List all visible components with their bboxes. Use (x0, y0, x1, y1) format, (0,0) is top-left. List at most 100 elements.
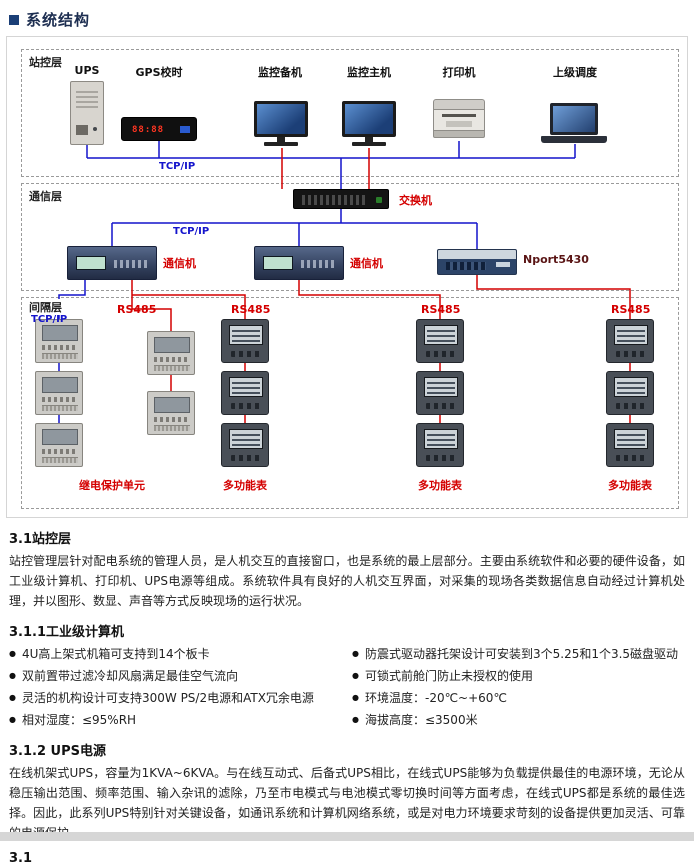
meter-readout (427, 380, 455, 394)
relay-buttons (42, 345, 78, 350)
connection-wires (58, 141, 631, 445)
monitor-screen (342, 101, 396, 137)
meter-screen (229, 377, 263, 397)
bullet-icon: ● (9, 649, 16, 658)
feature-text: 可锁式前舱门防止未授权的使用 (364, 669, 533, 683)
meter-column-1-label: 多功能表 (223, 479, 267, 492)
meter-screen (424, 377, 458, 397)
content-area: 3.1站控层 站控管理层针对配电系统的管理人员，是人机交互的直接窗口，也是系统的… (0, 518, 694, 866)
monitor-screen (254, 101, 308, 137)
ups-label: UPS (74, 64, 100, 77)
printer-body (433, 109, 485, 131)
meter-readout (427, 328, 455, 342)
ups-panel (76, 125, 88, 135)
section-312-heading: 3.1.2 UPS电源 (9, 744, 106, 759)
meter-readout (232, 328, 260, 342)
feature-text: 海拔高度：≤3500米 (364, 713, 478, 727)
relay-terminals (42, 457, 78, 463)
printer-label: 打印机 (442, 66, 476, 79)
section-311-heading: 3.1.1工业级计算机 (9, 625, 125, 640)
laptop-device (541, 103, 607, 143)
gps-label: GPS校时 (135, 66, 183, 79)
monitor-backup-device (254, 101, 308, 146)
comm-machine-1-label: 通信机 (163, 257, 196, 270)
meter-column-3-label: 多功能表 (608, 479, 652, 492)
relay-terminals (154, 365, 190, 371)
ups-device (70, 81, 104, 145)
relay-unit (35, 371, 83, 415)
switch-led (376, 197, 382, 203)
feature-item: ●防震式驱动器托架设计可安装到3个5.25和1个3.5磁盘驱动 (352, 644, 685, 664)
meter-buttons (616, 351, 646, 357)
tcpip-label-bay: TCP/IP (31, 314, 68, 325)
relay-terminals (154, 425, 190, 431)
meter-screen (614, 429, 648, 449)
relay-buttons (154, 417, 190, 422)
laptop-screen (550, 103, 598, 135)
comm-layer-box (21, 183, 679, 291)
ups-vents (76, 88, 98, 108)
section-313-heading-partial: 3.1 (9, 851, 33, 866)
tcpip-label-comm: TCP/IP (173, 226, 210, 237)
relay-buttons (154, 357, 190, 362)
relay-unit (35, 423, 83, 467)
section-312-body: 在线机架式UPS，容量为1KVA~6KVA。与在线互动式、后备式UPS相比，在线… (9, 766, 685, 840)
feature-text: 环境温度：-20℃~+60℃ (364, 691, 507, 705)
comm-machine-1-device (67, 246, 157, 280)
meter-readout (232, 380, 260, 394)
comm-screen (263, 256, 293, 270)
section-31-body: 站控管理层针对配电系统的管理人员，是人机交互的直接窗口，也是系统的最上层部分。主… (9, 554, 685, 608)
meter-buttons (616, 455, 646, 461)
meter-buttons (231, 403, 261, 409)
power-meter (221, 423, 269, 467)
monitor-stand (365, 137, 373, 142)
printer-tray (446, 121, 472, 127)
meter-screen (424, 429, 458, 449)
power-meter (221, 319, 269, 363)
bullet-icon: ● (352, 649, 359, 658)
meter-screen (614, 325, 648, 345)
meter-buttons (231, 455, 261, 461)
meter-readout (617, 328, 645, 342)
power-meter (221, 371, 269, 415)
meter-screen (614, 377, 648, 397)
relay-units-label: 继电保护单元 (79, 479, 145, 492)
station-layer-box (21, 49, 679, 177)
comm-screen (76, 256, 106, 270)
bullet-icon: ● (9, 671, 16, 680)
printer-device (433, 99, 485, 138)
power-meter (416, 371, 464, 415)
monitor-backup-label: 监控备机 (258, 66, 302, 79)
feature-item: ● 双前置带过滤冷却风扇满足最佳空气流向 (9, 666, 348, 686)
comm-buttons (301, 260, 335, 268)
power-meter (606, 423, 654, 467)
feature-text: 双前置带过滤冷却风扇满足最佳空气流向 (21, 669, 238, 683)
relay-screen (42, 429, 78, 445)
bay-layer-label: 间隔层 (27, 299, 64, 315)
feature-item: ●灵活的机构设计可支持300W PS/2电源和ATX冗余电源 (9, 688, 348, 708)
meter-screen (229, 325, 263, 345)
bullet-icon: ● (352, 671, 359, 680)
meter-buttons (426, 455, 456, 461)
meter-buttons (426, 403, 456, 409)
tcpip-wire (58, 141, 576, 445)
comm-machine-2-label: 通信机 (350, 257, 383, 270)
power-meter (606, 319, 654, 363)
rs485-wire (131, 148, 631, 445)
printer-slot (442, 114, 476, 117)
feature-list: ●4U高上架式机箱可支持到14个板卡 ●防震式驱动器托架设计可安装到3个5.25… (9, 644, 685, 730)
nport-mark (496, 262, 510, 267)
monitor-main-device (342, 101, 396, 146)
comm-machine-2-device (254, 246, 344, 280)
printer-base (433, 131, 485, 138)
meter-column-2-label: 多功能表 (418, 479, 462, 492)
relay-unit (147, 391, 195, 435)
section-31-heading: 3.1站控层 (9, 532, 72, 547)
meter-readout (232, 432, 260, 446)
bay-layer-box (21, 297, 679, 509)
meter-screen (229, 429, 263, 449)
bullet-icon: ● (9, 715, 16, 724)
system-architecture-diagram: 站控层 通信层 间隔层 UPS GPS校时 监控备机 监控主机 打印机 上级调度… (6, 36, 688, 518)
meter-screen (424, 325, 458, 345)
printer-lid (433, 99, 485, 109)
